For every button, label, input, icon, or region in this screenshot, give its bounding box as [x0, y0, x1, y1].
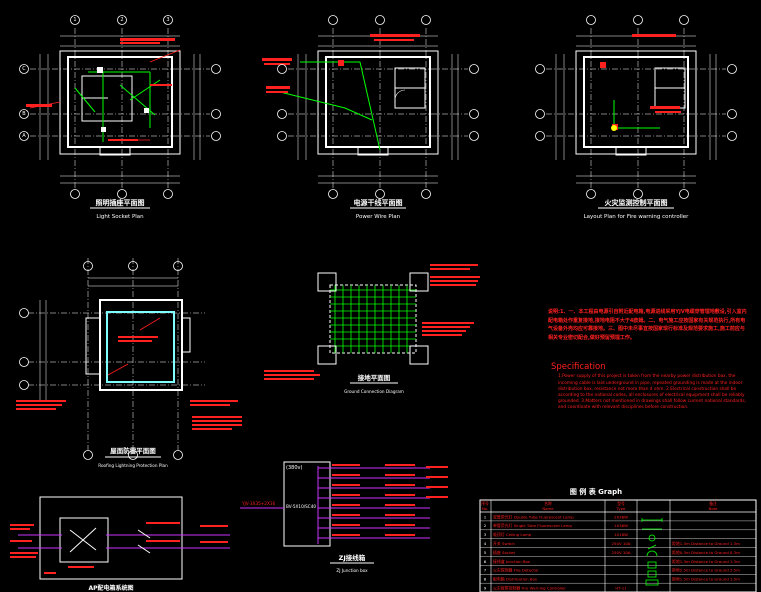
junction-box-header: (380v)	[286, 465, 302, 471]
specification-block: 说明:1、一、本工程由电源引自附近配电箱,电源进线采用YJV电缆穿管埋地敷设,引…	[548, 308, 748, 412]
legend-row-no: 2	[484, 523, 487, 528]
grid-col-1: 1	[73, 17, 76, 23]
plan-title-cn: 火灾监测控制平面图	[605, 198, 668, 207]
legend-row-no: 6	[484, 559, 487, 564]
fire-monitor-plan: 火灾监测控制平面图 Layout Plan for Fire warning c…	[535, 15, 737, 220]
legend-row-note: 距地1.3m Distance to Ground 1.3m	[672, 541, 740, 546]
plan-title-en: ZJ Junction box	[336, 568, 368, 573]
grid-row-a: A	[22, 133, 26, 139]
legend-row-no: 9	[484, 586, 487, 591]
ap-switch-box-diagram: AP配电箱系统图	[10, 496, 230, 592]
plan-title-en: Power Wire Plan	[356, 214, 401, 220]
plan-title-cn: 照明插座平面图	[96, 198, 145, 207]
plan-title-cn: AP配电箱系统图	[88, 584, 133, 592]
legend-row-no: 4	[484, 541, 487, 546]
legend-row-name: 配电箱 Distribution Box	[493, 577, 538, 582]
light-socket-plan: 1 2 3 C B A 照明插座平面图 Light Socket Plan	[19, 15, 221, 220]
legend-row-name: 接线盒 Junction Box	[493, 559, 531, 564]
legend-row-type: 1X18W	[614, 532, 628, 537]
legend-row-no: 7	[484, 568, 487, 573]
plan-title-en: Light Socket Plan	[96, 214, 144, 220]
specification-title: Specification	[551, 362, 606, 373]
legend-title: 图 例 表 Graph	[570, 487, 622, 496]
plan-title-en: Ground Connection Diagram	[344, 389, 404, 394]
plan-title-en: Layout Plan for Fire warning controller	[584, 214, 690, 220]
legend-header-type-en: Type	[616, 506, 626, 511]
zj-junction-box-diagram: (380v) BV-5X10/SC40 YJV-3X35+2X16	[240, 461, 448, 573]
legend-header-type-cn: 型号	[617, 501, 625, 506]
grid-col-2: 2	[120, 17, 123, 23]
legend-row-no: 8	[484, 577, 487, 582]
plan-title-cn: 电源干线平面图	[354, 198, 403, 207]
legend-row-name: 插座 Socket	[493, 550, 516, 555]
legend-header-note-cn: 备注	[709, 501, 717, 506]
legend-header-no-en: No.	[482, 506, 488, 511]
legend-row-note: 距地1.5m Distance to Ground 1.5m	[672, 577, 740, 582]
legend-row-type: 250V 10A	[612, 550, 631, 555]
plan-title-cn: 接地平面图	[358, 373, 391, 382]
specification-en-text: 1.Power supply of this project is taken …	[558, 374, 746, 411]
legend-row-type: 250V 10A	[612, 541, 631, 546]
legend-row-no: 3	[484, 532, 487, 537]
legend-row-name: 单管荧光灯 Single Tube Fluorescent Lamp	[493, 523, 572, 528]
plan-title-cn: ZJ接线箱	[339, 553, 366, 562]
legend-row-name: 双管荧光灯 Double Tube Fluorescent Lamp	[493, 514, 574, 519]
legend-row-no: 5	[484, 550, 487, 555]
legend-header-name-cn: 名称	[544, 501, 552, 506]
legend-row-type: HT-11	[615, 586, 627, 591]
legend-row-note: 距地1.3m Distance to Ground 1.3m	[672, 559, 740, 564]
specification-cn-text: 说明:1、一、本工程由电源引自附近配电箱,电源进线采用YJV电缆穿管埋地敷设,引…	[548, 309, 747, 341]
legend-row-type: 1X36W	[614, 523, 628, 528]
junction-box-bus: BV-5X10/SC40	[286, 504, 316, 509]
legend-row-name: 火灾报警控制器 Fire Warning Controller	[493, 586, 566, 591]
legend-row-no: 1	[484, 514, 487, 519]
power-wire-plan: 电源干线平面图 Power Wire Plan	[262, 15, 479, 220]
legend-row-type: 2X36W	[614, 514, 628, 519]
legend-header-note-en: Note	[709, 506, 719, 511]
legend-row-note: 距地0.3m Distance to Ground 0.3m	[672, 550, 740, 555]
grid-row-b: B	[22, 111, 26, 117]
legend-header-name-en: Name	[542, 506, 554, 511]
grid-col-3: 3	[166, 17, 169, 23]
legend-row-note: 距地2.5m Distance to Ground 2.5m	[672, 568, 740, 573]
roof-lightning-plan: 屋面防雷平面图 Roofing Lightning Protection Pla…	[16, 258, 242, 468]
junction-box-feed: YJV-3X35+2X16	[241, 501, 275, 506]
plan-title-cn: 屋面防雷平面图	[110, 446, 156, 455]
legend-header-no-cn: 序号	[481, 501, 489, 506]
grid-row-c: C	[22, 66, 26, 72]
ground-connection-plan: 接地平面图 Ground Connection Diagram	[264, 264, 480, 394]
legend-table: 图 例 表 Graph 序号 No. 名称 Name 型号 Type 备注 No…	[479, 487, 757, 592]
legend-row-name: 开关 Switch	[493, 541, 515, 546]
legend-row-name: 吸顶灯 Ceiling Lamp	[493, 532, 532, 537]
plan-title-en: Roofing Lightning Protection Plan	[98, 463, 168, 468]
legend-row-name: 火灾探测器 Fire Detector	[493, 568, 539, 573]
